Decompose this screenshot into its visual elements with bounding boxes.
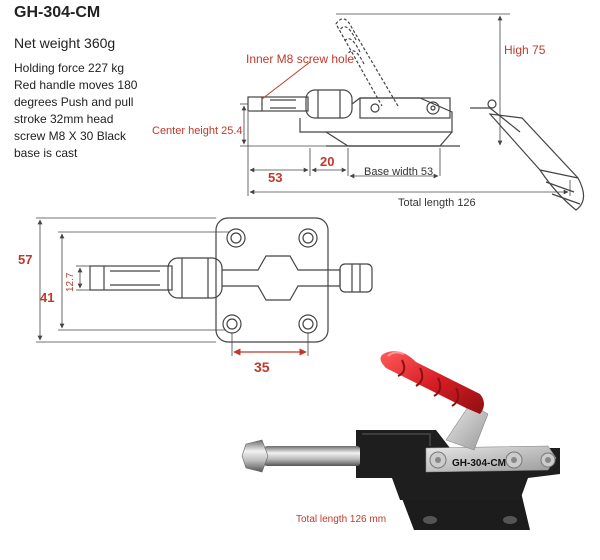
screw-hole-leader [261,61,311,100]
top-view-drawing [89,217,373,343]
product-photo [241,351,560,530]
side-base [325,131,453,147]
top-linkage [222,255,341,301]
mount-hole-tl [226,228,246,248]
top-plunger-rod [89,265,173,291]
side-pivot-main [426,101,440,115]
top-view-dimensions [36,217,309,356]
side-plunger-rod [247,96,309,112]
photo-hex-nut [241,439,269,473]
top-base-plate [215,217,329,343]
side-link-bar [359,97,451,119]
spec-line-6: base is cast [14,146,78,160]
photo-body-label: GH-304-CM [452,458,506,469]
side-view-dimensions [240,13,571,196]
center-height-label: Center height 25.4 [152,125,243,137]
photo-handle-arm [445,403,489,451]
product-model-title: GH-304-CM [14,4,101,21]
dim-41-label: 41 [40,290,54,305]
base-width-label: Base width 53 [364,166,433,178]
top-handle-pivot [339,263,373,293]
dim-35-label: 35 [254,359,270,375]
side-guide-collar [305,89,353,119]
side-pivot-left [370,103,380,113]
spec-line-3: degrees Push and pull [14,95,134,109]
dim-12-7-label: 12.7 [65,272,76,292]
spec-line-1: Holding force 227 kg [14,61,125,75]
spec-line-4: stroke 32mm head [14,112,114,126]
photo-plunger-rod [264,446,360,466]
mount-hole-br [298,314,318,334]
photo-red-grip [380,351,484,414]
photo-total-length-label: Total length 126 mm [296,514,386,525]
spec-line-2: Red handle moves 180 [14,78,138,92]
spec-line-5: screw M8 X 30 Black [14,129,127,143]
screw-hole-label: Inner M8 screw hole [246,52,354,66]
net-weight-text: Net weight 360g [14,35,116,51]
side-handle-upright [335,18,399,107]
top-guide-block [167,257,223,299]
dim-53-label: 53 [268,170,282,185]
dim-20-label: 20 [320,154,334,169]
dim-57-label: 57 [18,252,32,267]
side-handle-down [470,99,585,211]
total-length-label: Total length 126 [398,197,476,209]
mount-hole-tr [298,228,318,248]
high-label: High 75 [504,43,546,57]
